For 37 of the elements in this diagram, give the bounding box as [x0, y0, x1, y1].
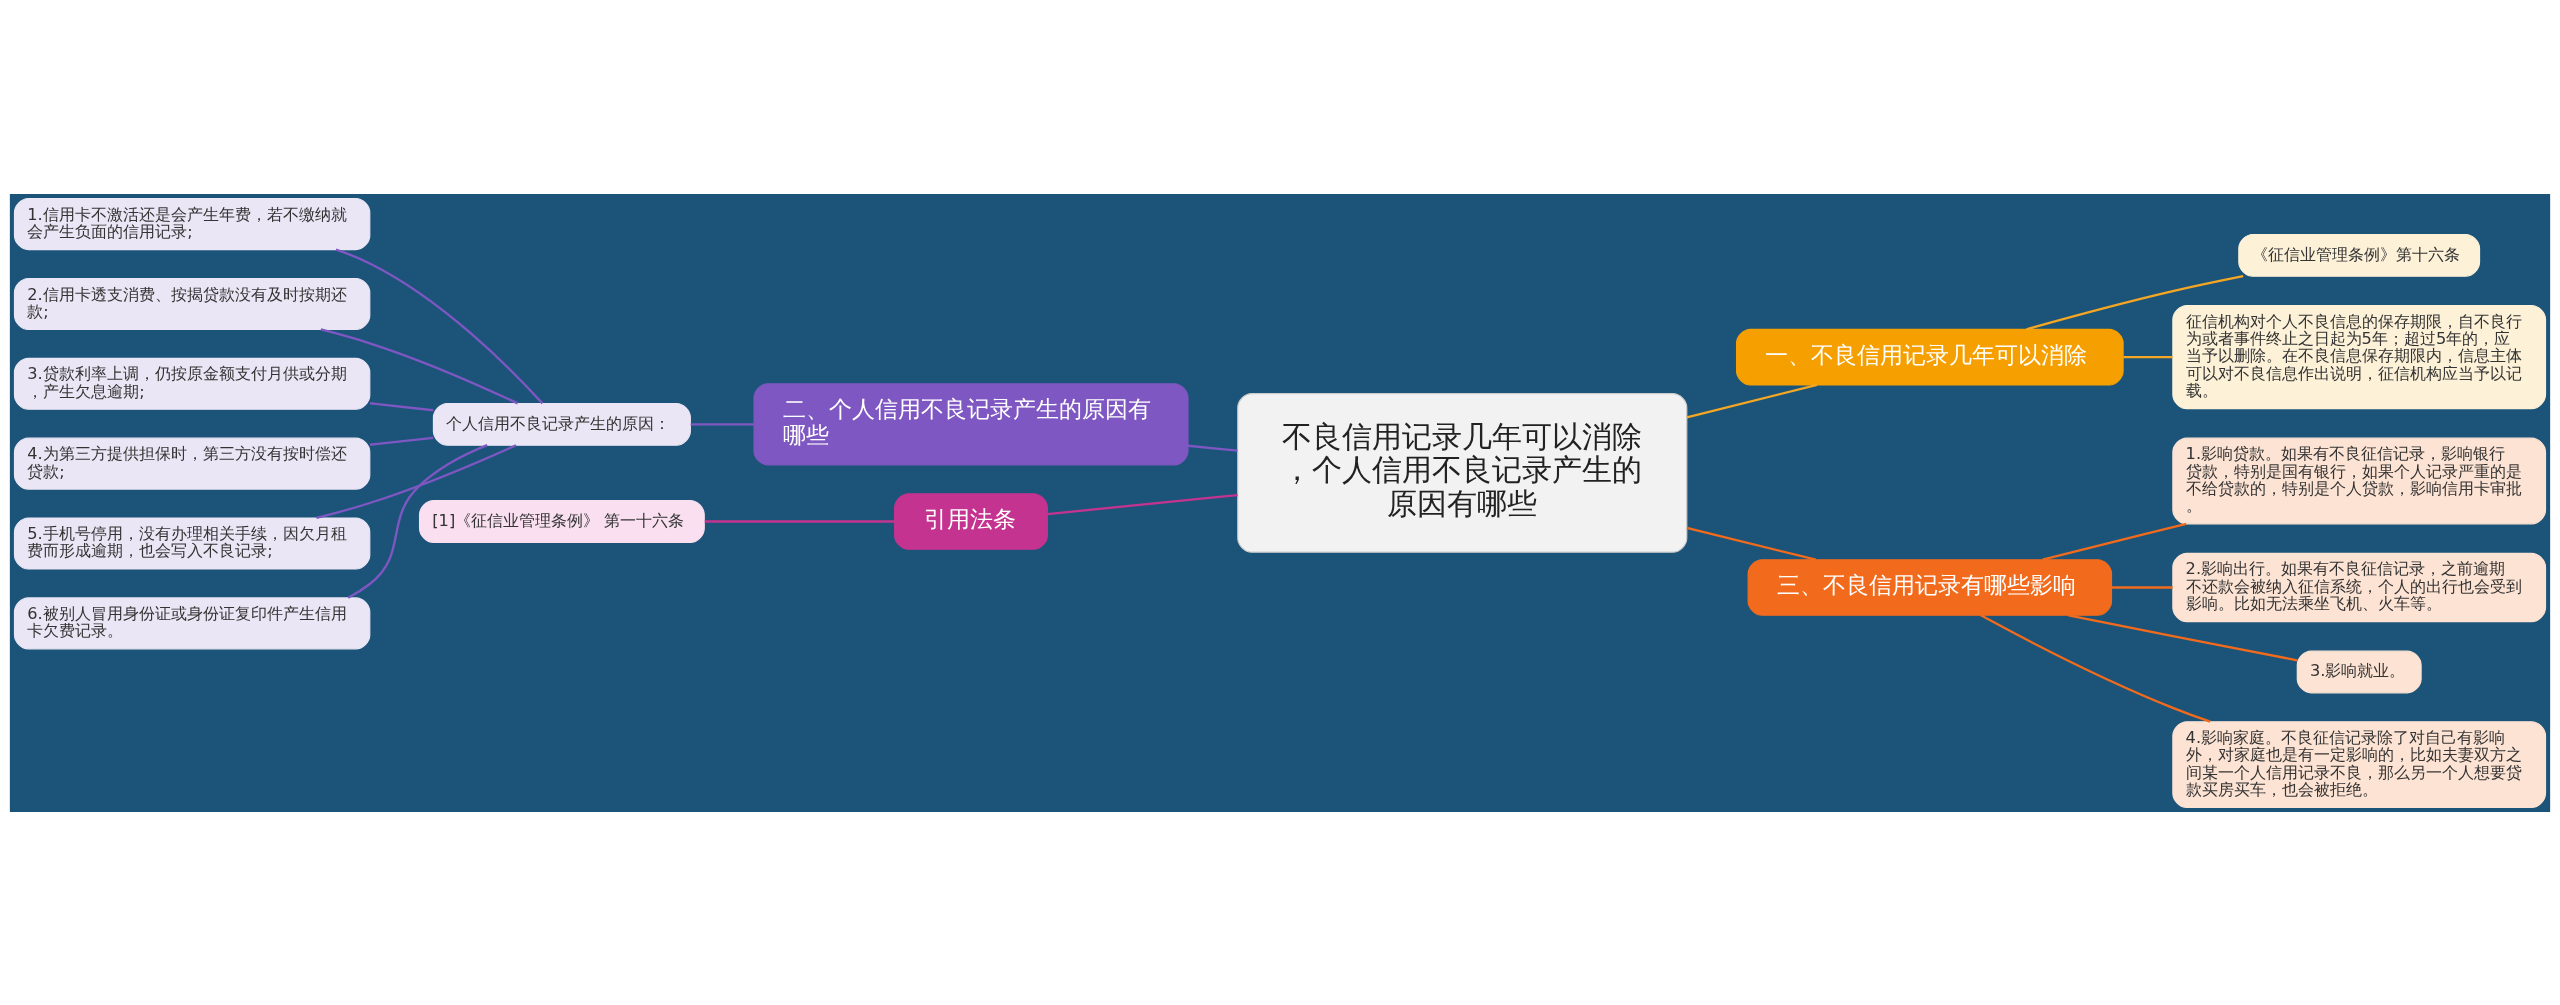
connector: [2111, 585, 2173, 589]
node-box: 6.被别人冒用身份证或身份证复印件产生信用卡欠费记录。: [13, 596, 371, 649]
node-box: 4.为第三方提供担保时，第三方没有按时偿还贷款;: [13, 437, 371, 490]
node-box: 3.影响就业。: [2296, 650, 2422, 693]
connector: [2068, 613, 2298, 661]
connector: [1047, 493, 1238, 515]
node-box: 三、不良信用记录有哪些影响: [1747, 558, 2113, 616]
connector: [1686, 526, 1817, 561]
node-box: 2.信用卡透支消费、按揭贷款没有及时按期还款;: [13, 277, 371, 330]
connector: [1187, 444, 1238, 452]
node-box: 征信机构对个人不良信息的保存期限，自不良行为或者事件终止之日起为5年；超过5年的，应当予以删除。在不良信息保存期限内，信息主体可以对不良信息作出说明，征信机构应当予以记载。: [2172, 304, 2547, 409]
node-box: 《征信业管理条例》第十六条: [2238, 233, 2481, 277]
node-box: 二、个人信用不良记录产生的原因有哪些: [753, 382, 1189, 465]
connector: [690, 422, 754, 425]
connector: [704, 519, 895, 523]
connector: [2026, 274, 2244, 330]
node-box: 4.影响家庭。不良征信记录除了对自己有影响外，对家庭也是有一定影响的，比如夫妻双方之间某一个人信用记录不良，那么另一个人想要贷款买房买车，也会被拒绝。: [2172, 720, 2547, 808]
node-box: 不良信用记录几年可以消除，个人信用不良记录产生的原因有哪些: [1237, 392, 1688, 553]
connector: [2042, 522, 2187, 561]
node-box: [1]《征信业管理条例》 第一十六条: [418, 499, 705, 543]
node-box: 一、不良信用记录几年可以消除: [1736, 328, 2124, 386]
node-box: 1.影响贷款。如果有不良征信记录，影响银行贷款，特别是国有银行，如果个人记录严重的是不给贷款的，特别是个人贷款，影响信用卡审批。: [2172, 437, 2547, 524]
node-box: 1.信用卡不激活还是会产生年费，若不缴纳就会产生负面的信用记录;: [13, 197, 371, 250]
connector: [316, 443, 517, 519]
connector: [347, 443, 488, 599]
node-box: 2.影响出行。如果有不良征信记录，之前逾期不还款会被纳入征信系统，个人的出行也会受到影响。比如无法乘坐飞机、火车等。: [2172, 552, 2547, 622]
connector: [1686, 383, 1818, 418]
connector: [335, 248, 544, 404]
node-box: 5.手机号停用，没有办理相关手续，因欠月租费而形成逾期，也会写入不良记录;: [13, 516, 371, 570]
connector: [320, 327, 519, 404]
node-box: 3.贷款利率上调，仍按原金额支付月供或分期，产生欠息逾期;: [13, 357, 371, 410]
connector: [369, 436, 434, 446]
node-box: 引用法条: [894, 492, 1048, 550]
connector: [2123, 355, 2173, 358]
connector: [369, 401, 434, 411]
connector: [1980, 613, 2211, 723]
node-box: 个人信用不良记录产生的原因：: [432, 402, 691, 446]
